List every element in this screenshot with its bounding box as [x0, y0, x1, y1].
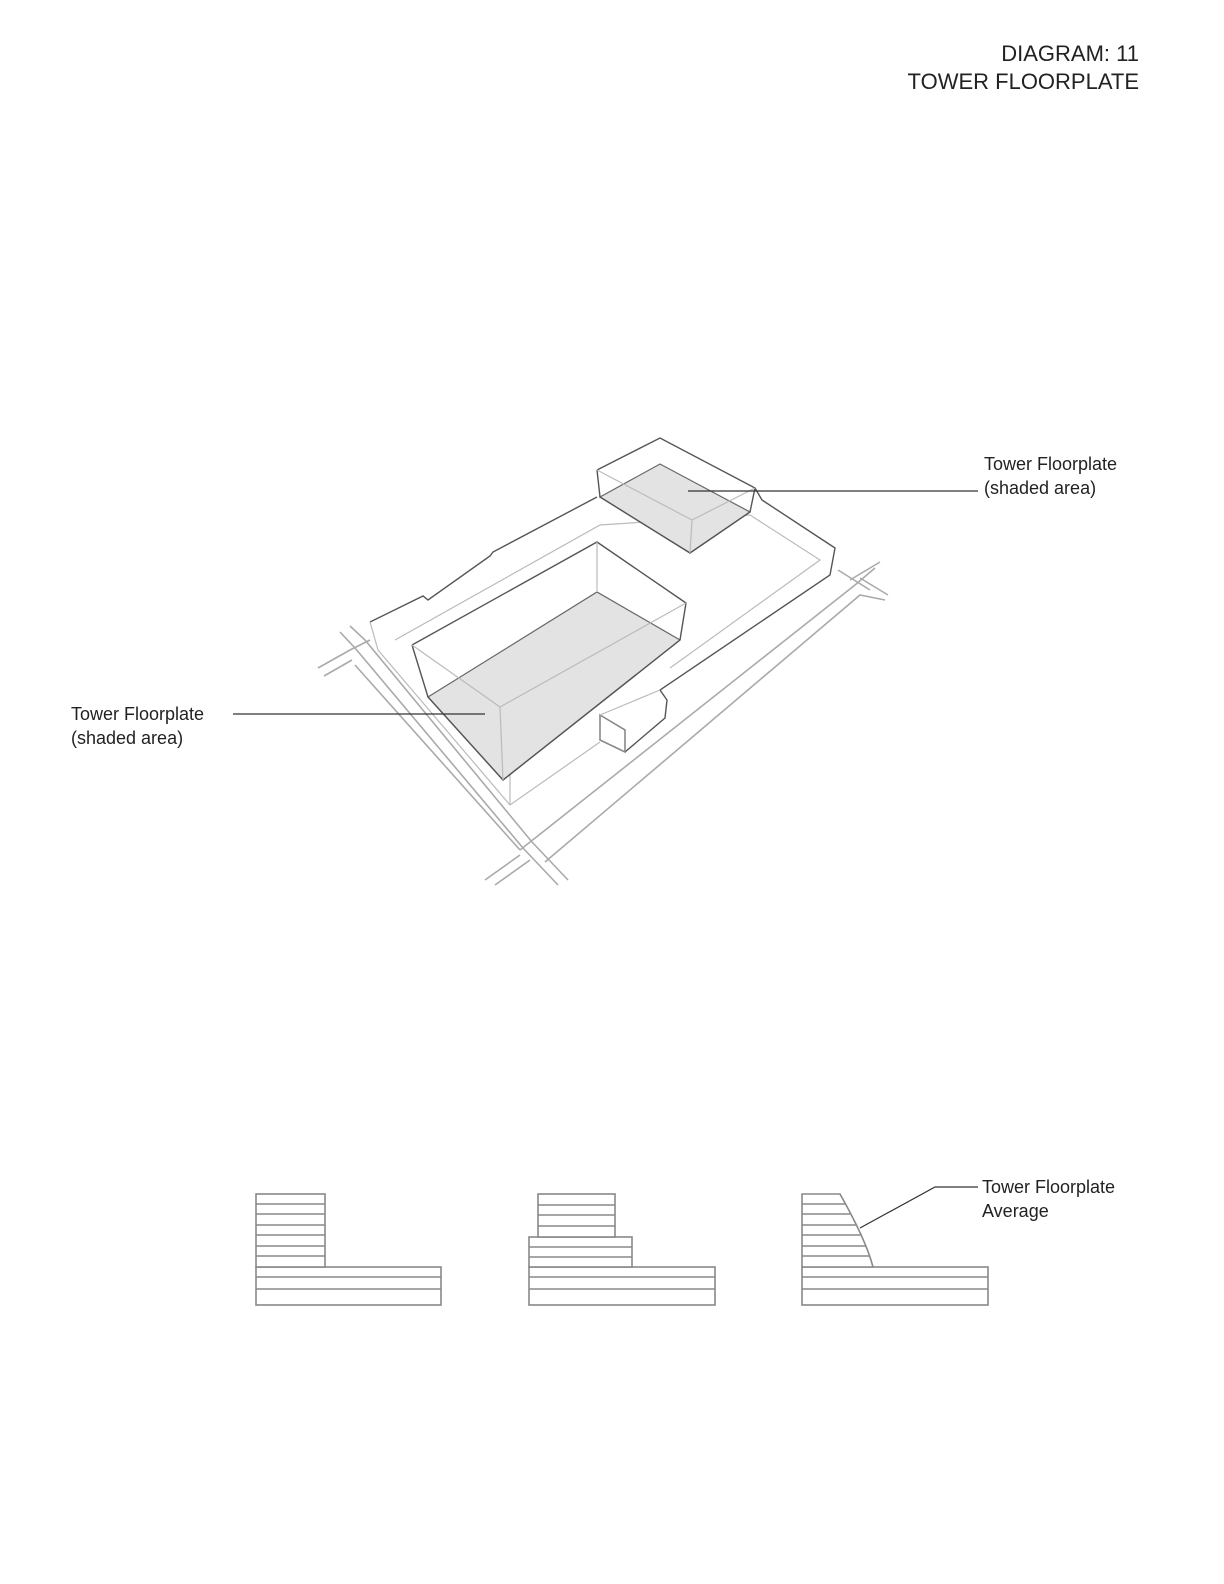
diagram-number: DIAGRAM: 11 [1001, 41, 1139, 66]
streets [317, 561, 889, 886]
label-line: Tower Floorplate [982, 1177, 1116, 1197]
label-line: (shaded area) [71, 728, 184, 748]
diagram-heading: TOWER FLOORPLATE [907, 69, 1139, 94]
small-tower [596, 437, 756, 554]
large-tower [411, 541, 687, 781]
small-tower-floorplate [598, 463, 752, 554]
label-line: Tower Floorplate [984, 454, 1118, 474]
section-leader-line [859, 1186, 978, 1229]
large-tower-floorplate [427, 591, 682, 781]
label-line: (shaded area) [984, 478, 1097, 498]
diagram-title: DIAGRAM: 11 TOWER FLOORPLATE [908, 40, 1139, 96]
upper-tower-label: Tower Floorplate (shaded area) [984, 452, 1117, 500]
section-2 [528, 1193, 716, 1306]
lower-tower-label: Tower Floorplate (shaded area) [71, 702, 204, 750]
section-1 [255, 1193, 442, 1306]
section-3 [801, 1193, 989, 1306]
label-line: Average [982, 1201, 1049, 1221]
section-average-label: Tower Floorplate Average [982, 1175, 1115, 1223]
podium [369, 487, 836, 806]
label-line: Tower Floorplate [71, 704, 205, 724]
